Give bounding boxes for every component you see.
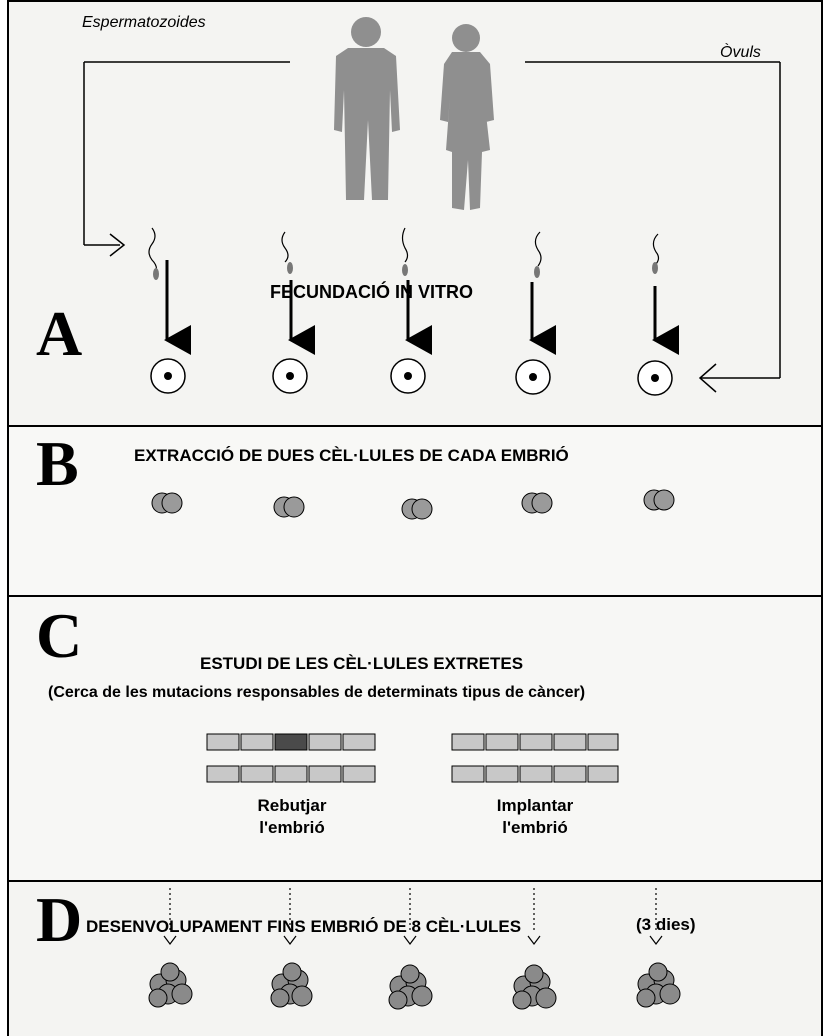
embryo-2 — [270, 962, 313, 1008]
two-cell-row — [151, 489, 675, 520]
man-figure — [334, 17, 400, 200]
sperm-connector — [83, 61, 290, 257]
fertilization-row — [148, 227, 679, 396]
implant-label-line-1: Implantar — [496, 796, 574, 815]
embryo-4 — [512, 964, 557, 1010]
panel-d-title: DESENVOLUPAMENT FINS EMBRIÓ DE 8 CÈL·LUL… — [86, 917, 522, 936]
panel-c-subtitle: (Cerca de les mutacions responsables de … — [48, 684, 586, 701]
panel-d-letter: D — [36, 884, 83, 955]
embryo-5 — [636, 962, 681, 1008]
sperm-2 — [281, 231, 293, 274]
implant-label-line-2: l'embrió — [502, 818, 568, 837]
embryo-1 — [148, 962, 193, 1008]
sperm-4 — [534, 231, 542, 278]
sperm-3 — [401, 227, 409, 276]
egg-5 — [637, 360, 673, 396]
embryo-3 — [388, 964, 433, 1010]
panel-c — [7, 597, 823, 882]
panel-a-title: FECUNDACIÓ IN VITRO — [270, 282, 474, 302]
sperm-1 — [148, 227, 159, 280]
two-cell-2 — [273, 496, 305, 518]
ovule-label: Òvuls — [720, 44, 761, 61]
egg-2 — [272, 358, 308, 394]
egg-3 — [390, 358, 426, 394]
panel-c-letter: C — [36, 600, 83, 671]
panel-d-duration: (3 dies) — [636, 915, 696, 934]
panel-a — [7, 0, 823, 427]
gel-bars-reject — [206, 733, 376, 783]
reject-label-line-1: Rebutjar — [257, 796, 327, 815]
panel-d — [7, 882, 823, 1036]
ovule-connector — [525, 61, 781, 393]
panel-a-letter: A — [36, 298, 83, 369]
panel-c-title: ESTUDI DE LES CÈL·LULES EXTRETES — [200, 654, 524, 673]
two-cell-4 — [521, 492, 553, 514]
gel-bars-implant — [451, 733, 619, 783]
egg-4 — [515, 359, 551, 395]
panel-b-letter: B — [36, 428, 79, 499]
two-cell-5 — [643, 489, 675, 511]
woman-figure — [440, 24, 494, 210]
outer-frame — [7, 0, 823, 1036]
two-cell-1 — [151, 492, 183, 514]
sperm-label: Espermatozoides — [82, 14, 206, 31]
sperm-5 — [652, 233, 660, 274]
reject-label-line-2: l'embrió — [259, 818, 325, 837]
egg-1 — [150, 358, 186, 394]
panel-b-title: EXTRACCIÓ DE DUES CÈL·LULES DE CADA EMBR… — [134, 446, 569, 465]
dotted-arrows — [163, 888, 663, 945]
two-cell-3 — [401, 498, 433, 520]
